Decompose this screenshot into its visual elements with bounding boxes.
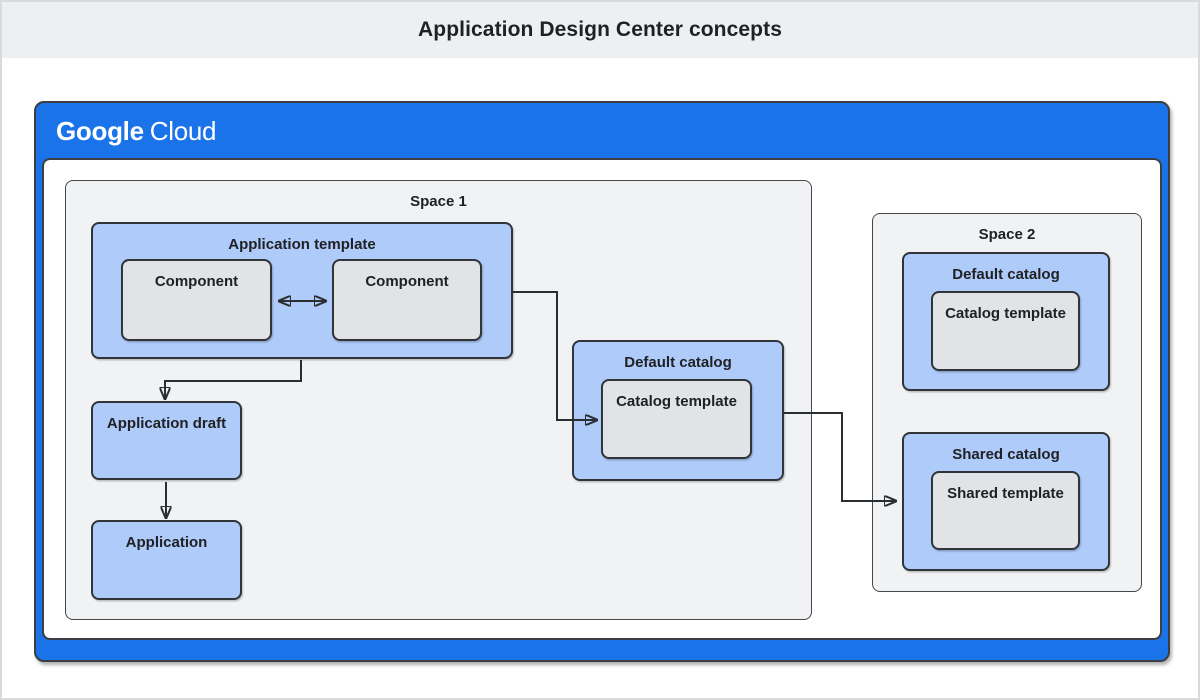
- shared-catalog-node: Shared catalog Shared template: [902, 432, 1110, 571]
- page-header: Application Design Center concepts: [2, 2, 1198, 58]
- catalog-template-node-space2: Catalog template: [931, 291, 1080, 371]
- catalog-template-space1-label: Catalog template: [616, 393, 737, 410]
- application-template-label: Application template: [228, 236, 376, 253]
- component-node-2: Component: [332, 259, 482, 341]
- application-node: Application: [91, 520, 242, 600]
- inner-frame: Space 1 Application template Component C…: [42, 158, 1162, 640]
- default-catalog-space2-label: Default catalog: [952, 266, 1060, 283]
- default-catalog-space1-label: Default catalog: [624, 354, 732, 371]
- shared-template-label: Shared template: [947, 485, 1064, 502]
- component-1-label: Component: [154, 273, 239, 290]
- default-catalog-node-space2: Default catalog Catalog template: [902, 252, 1110, 391]
- component-node-1: Component: [121, 259, 272, 341]
- application-draft-label: Application draft: [106, 415, 227, 432]
- shared-template-node: Shared template: [931, 471, 1080, 550]
- space-1: Space 1 Application template Component C…: [65, 180, 812, 620]
- space-2-label: Space 2: [978, 226, 1036, 243]
- google-wordmark: Google: [56, 116, 144, 146]
- space-1-label: Space 1: [410, 193, 467, 210]
- cloud-wordmark: Cloud: [149, 116, 217, 146]
- shared-catalog-label: Shared catalog: [952, 446, 1060, 463]
- catalog-template-node-space1: Catalog template: [601, 379, 752, 459]
- application-template-node: Application template Component Component: [91, 222, 513, 359]
- space-2: Space 2 Default catalog Catalog template…: [872, 213, 1142, 592]
- catalog-template-space2-label: Catalog template: [945, 305, 1066, 322]
- component-2-label: Component: [365, 273, 449, 290]
- page-title: Application Design Center concepts: [418, 18, 782, 41]
- application-label: Application: [125, 534, 208, 551]
- application-draft-node: Application draft: [91, 401, 242, 480]
- default-catalog-node-space1: Default catalog Catalog template: [572, 340, 784, 481]
